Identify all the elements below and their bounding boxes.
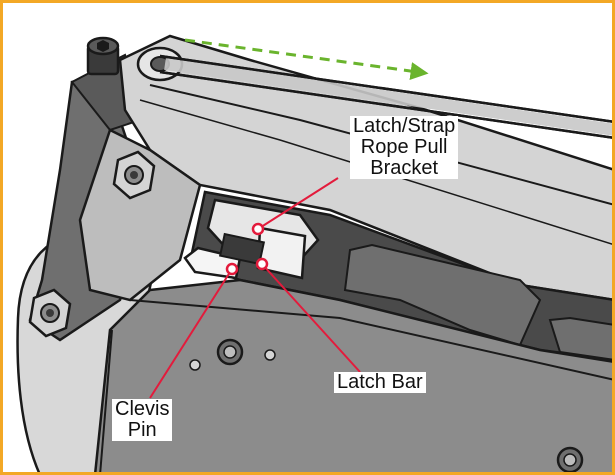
housing-front-face — [78, 128, 202, 302]
callout-dot-latch-bar — [255, 257, 269, 271]
leader-latch-strap — [257, 177, 339, 230]
label-line: Clevis — [115, 398, 170, 420]
label-line: Latch Bar — [337, 371, 423, 393]
label-line: Rope Pull — [360, 136, 448, 158]
inner-slot-2 — [548, 316, 615, 362]
label-line: Bracket — [370, 157, 439, 179]
label-latch-strap-bracket: Latch/Strap Rope Pull Bracket — [350, 115, 459, 179]
rope-attachment — [136, 46, 184, 82]
socket-cap-screw — [86, 36, 120, 76]
hex-bolt-lower — [28, 288, 72, 338]
callout-dot-latch-strap — [251, 222, 265, 236]
callout-dot-clevis-pin — [225, 262, 239, 276]
hex-bolt-upper — [112, 150, 156, 200]
label-latch-bar: Latch Bar — [334, 372, 426, 393]
leader-latch-bar — [261, 263, 361, 373]
label-line: Pin — [127, 419, 157, 441]
latch-bar-part — [256, 226, 307, 280]
label-clevis-pin: Clevis Pin — [112, 398, 173, 441]
callout-leaders — [149, 177, 361, 399]
pull-direction-arrow — [184, 38, 429, 80]
label-line: Latch/Strap — [353, 115, 456, 137]
leader-clevis-pin — [149, 268, 233, 399]
